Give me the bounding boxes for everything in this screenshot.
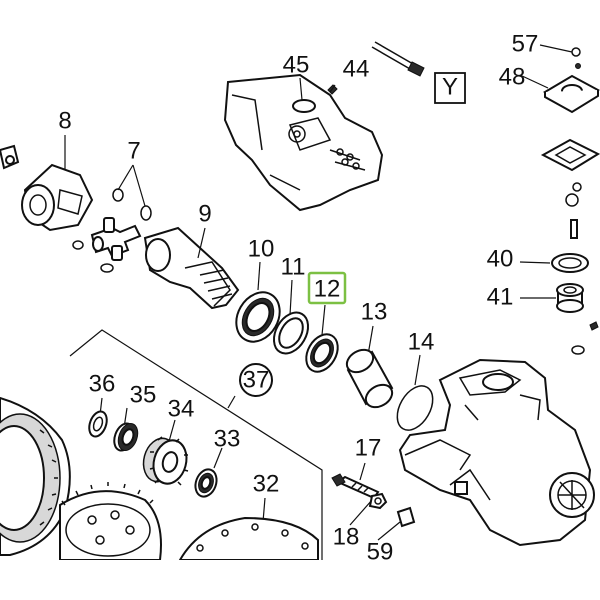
callout-48: 48 (499, 63, 526, 90)
pin-part-59[interactable] (396, 506, 416, 528)
callout-37: 37 (243, 366, 270, 393)
highlight-box-12 (307, 271, 347, 305)
callout-57: 57 (512, 30, 539, 57)
leader-lines (64, 44, 573, 541)
callout-45: 45 (283, 51, 310, 78)
seal-part-10[interactable] (228, 284, 289, 349)
gasket-part[interactable] (540, 138, 600, 172)
callout-32: 32 (253, 470, 280, 497)
yoke-part-8[interactable] (21, 163, 94, 232)
callout-36: 36 (89, 370, 116, 397)
bearing-part-35[interactable] (111, 421, 141, 453)
small-parts-stack[interactable] (565, 182, 582, 239)
bolt-part-17[interactable] (331, 473, 380, 500)
ring-gear-part[interactable] (0, 396, 71, 556)
callout-12[interactable]: 12 (314, 275, 341, 302)
callout-10: 10 (248, 235, 275, 262)
bottom-margin (0, 560, 600, 600)
ring-part-11[interactable] (267, 306, 315, 359)
callout-40: 40 (487, 245, 514, 272)
callout-7: 7 (127, 137, 140, 164)
top-cap-part-48[interactable] (542, 47, 600, 114)
callout-33: 33 (214, 425, 241, 452)
washer-part-36[interactable] (86, 409, 110, 439)
callout-14: 14 (408, 328, 435, 355)
small-ring-part[interactable] (571, 321, 599, 355)
housing-part-45[interactable] (223, 73, 384, 212)
ring-part-12[interactable] (300, 329, 344, 378)
callout-17: 17 (355, 434, 382, 461)
group-bracket-37 (69, 329, 323, 560)
planet-carrier-part[interactable] (59, 482, 162, 561)
rod-part-y[interactable] (371, 41, 425, 77)
callout-37-circle (239, 363, 273, 397)
cross-part-7[interactable] (72, 188, 152, 273)
callout-9: 9 (198, 200, 211, 227)
callout-8: 8 (58, 107, 71, 134)
seal-part-40[interactable] (551, 253, 589, 273)
sleeve-part-13[interactable] (343, 345, 396, 411)
y-box (434, 72, 466, 104)
callout-34: 34 (168, 395, 195, 422)
callout-41: 41 (487, 283, 514, 310)
callout-18: 18 (333, 523, 360, 550)
snap-ring-part-14[interactable] (390, 380, 440, 437)
yoke-shaft-part-9[interactable] (143, 226, 240, 310)
knuckle-housing[interactable] (398, 358, 595, 547)
callout-13: 13 (361, 298, 388, 325)
planet-gear-part-34[interactable] (139, 435, 191, 488)
callout-35: 35 (130, 381, 157, 408)
bearing-part-33[interactable] (192, 466, 220, 499)
shaft-stub-left[interactable] (0, 144, 20, 170)
callout-44: 44 (343, 55, 370, 82)
callout-11: 11 (281, 253, 306, 280)
callout-y: Y (442, 73, 458, 100)
plate-part-32[interactable] (178, 516, 319, 561)
bearing-part-41[interactable] (556, 283, 584, 313)
nut-part-18[interactable] (368, 492, 388, 510)
